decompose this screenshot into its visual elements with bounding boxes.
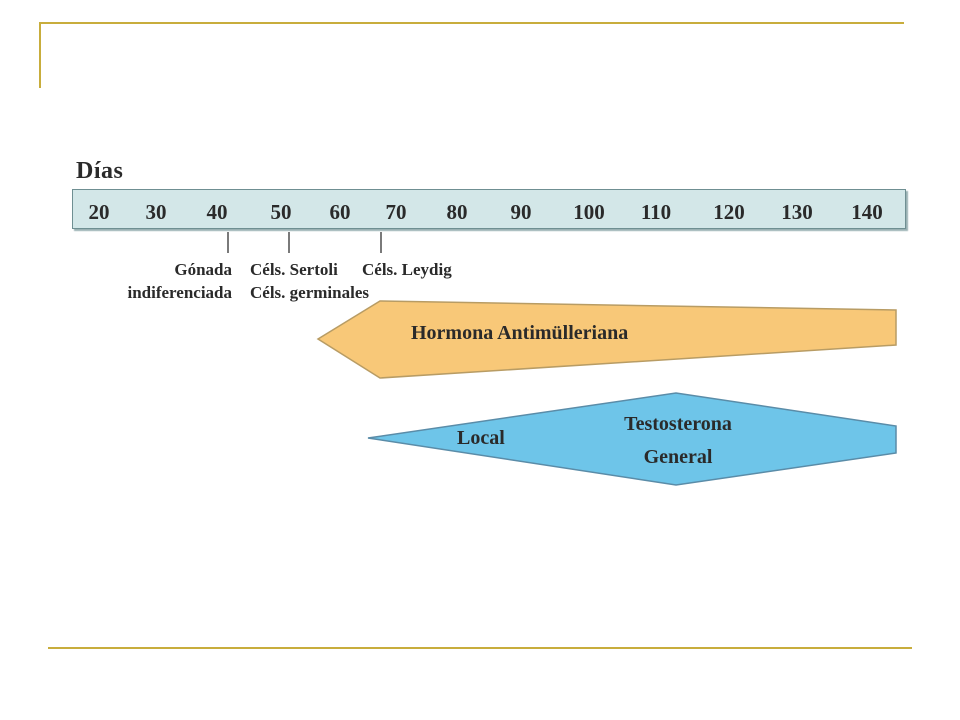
germinal-label-line2: Céls. germinales	[250, 283, 369, 302]
testosterone-band	[367, 392, 897, 486]
day-label-140: 140	[851, 200, 883, 224]
day-label-90: 90	[510, 200, 532, 224]
top-frame-line	[40, 22, 904, 24]
timeline-title: Días	[76, 158, 124, 184]
sertoli-label-line1: Céls. Sertoli	[250, 260, 338, 279]
day-label-120: 120	[713, 200, 745, 224]
sertoli-marker	[288, 232, 290, 253]
gonada-marker	[227, 232, 229, 253]
testosterone-local-label: Local	[457, 427, 505, 449]
leydig-label: Céls. Leydig	[362, 258, 452, 281]
amh-label: Hormona Antimülleriana	[411, 322, 629, 344]
left-frame-line	[39, 22, 41, 88]
day-label-80: 80	[446, 200, 468, 224]
bottom-frame-line	[48, 647, 912, 649]
testosterone-title: Testosterona	[624, 413, 732, 435]
sertoli-label: Céls. Sertoli Céls. germinales	[250, 258, 369, 304]
day-label-20: 20	[88, 200, 110, 224]
day-label-40: 40	[206, 200, 228, 224]
timeline-bar	[72, 189, 906, 229]
day-label-30: 30	[145, 200, 167, 224]
amh-band	[316, 300, 897, 379]
day-label-100: 100	[573, 200, 605, 224]
gonada-label-line1: Gónada	[174, 260, 232, 279]
day-label-130: 130	[781, 200, 813, 224]
leydig-label-line1: Céls. Leydig	[362, 260, 452, 279]
day-label-110: 110	[640, 200, 672, 224]
gonada-label: Gónada indiferenciada	[120, 258, 232, 304]
day-label-60: 60	[329, 200, 351, 224]
day-label-70: 70	[385, 200, 407, 224]
gonada-label-line2: indiferenciada	[127, 283, 232, 302]
testosterone-general-label: General	[643, 446, 713, 468]
day-label-50: 50	[270, 200, 292, 224]
leydig-marker	[380, 232, 382, 253]
